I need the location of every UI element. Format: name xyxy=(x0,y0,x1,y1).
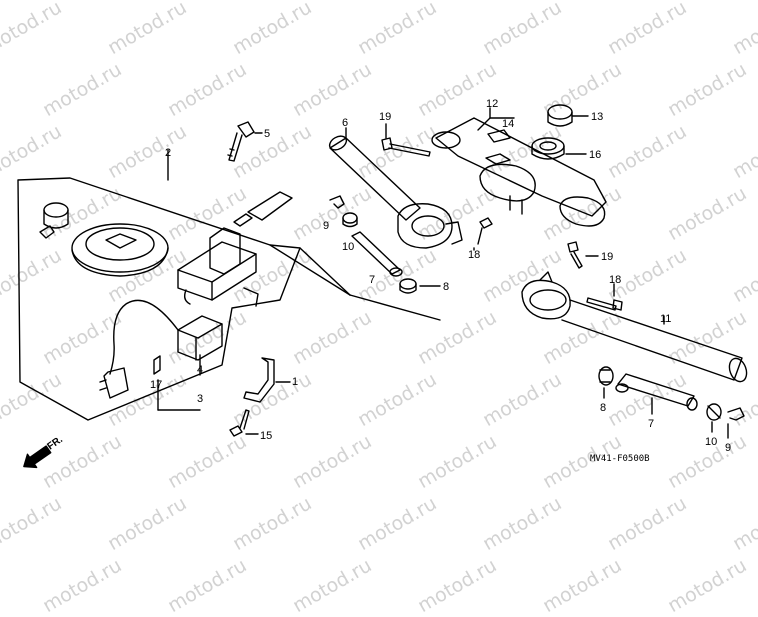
leader-line xyxy=(349,294,441,321)
lock-cylinder-icon xyxy=(39,202,69,239)
callout-4: 4 xyxy=(197,364,203,376)
callout-2: 2 xyxy=(165,147,171,159)
callout-10-right: 10 xyxy=(705,436,717,448)
left-handlebar-icon xyxy=(328,135,463,249)
fuel-cap-ring-icon xyxy=(71,223,169,277)
bolt-icon xyxy=(229,409,250,437)
callout-11: 11 xyxy=(660,313,671,325)
inner-weight-icon xyxy=(351,231,403,277)
diagram-code: MV41-F0500B xyxy=(590,454,650,464)
leader-line xyxy=(269,244,351,296)
right-handlebar-icon xyxy=(521,271,748,383)
callout-12: 12 xyxy=(486,98,498,110)
leader-line xyxy=(477,117,491,131)
callout-17: 17 xyxy=(150,379,162,391)
callout-18-right: 18 xyxy=(609,274,621,286)
callout-1: 1 xyxy=(292,376,298,388)
clip-icon xyxy=(329,195,345,209)
key-icon xyxy=(227,121,255,162)
bolt-icon xyxy=(567,241,583,269)
handlebar-parts-diagram: 2 5 1 4 3 17 15 6 19 12 14 13 16 9 10 7 … xyxy=(17,98,748,469)
callout-7-left: 7 xyxy=(369,274,375,286)
callout-19-lower: 19 xyxy=(601,251,613,263)
callout-13: 13 xyxy=(591,111,603,123)
callout-16: 16 xyxy=(589,149,601,161)
bracket-icon xyxy=(243,357,275,403)
callout-8-right: 8 xyxy=(600,402,606,414)
switch-wire-connector-icon xyxy=(99,299,223,399)
cap-icon xyxy=(547,104,573,127)
bolt-icon xyxy=(477,217,493,245)
callout-19-top: 19 xyxy=(379,111,391,123)
clip-icon xyxy=(727,407,745,421)
callout-5: 5 xyxy=(264,128,270,140)
inner-weight-icon xyxy=(615,373,698,411)
bolt-icon xyxy=(586,297,623,311)
rubber-mount-icon xyxy=(399,278,417,294)
callout-8-left: 8 xyxy=(443,281,449,293)
weight-cap-icon xyxy=(706,403,722,421)
top-bridge-icon xyxy=(431,117,607,227)
callout-9-left: 9 xyxy=(323,220,329,232)
callout-7-right: 7 xyxy=(648,418,654,430)
rubber-mount-icon xyxy=(598,366,614,386)
screw-icon xyxy=(153,355,161,375)
front-direction-arrow-icon xyxy=(23,445,52,469)
callout-6: 6 xyxy=(342,117,348,129)
ignition-switch-icon xyxy=(177,191,293,307)
weight-cap-icon xyxy=(342,212,358,228)
leader-line xyxy=(299,247,351,296)
callout-9-right: 9 xyxy=(725,442,731,454)
plate-icon xyxy=(487,129,511,143)
callout-10-left: 10 xyxy=(342,241,354,253)
callout-3: 3 xyxy=(197,393,203,405)
bolt-icon xyxy=(381,137,431,157)
stem-nut-icon xyxy=(531,137,565,160)
callout-15: 15 xyxy=(260,430,272,442)
callout-14: 14 xyxy=(502,118,514,130)
callout-18-upper: 18 xyxy=(468,249,480,261)
